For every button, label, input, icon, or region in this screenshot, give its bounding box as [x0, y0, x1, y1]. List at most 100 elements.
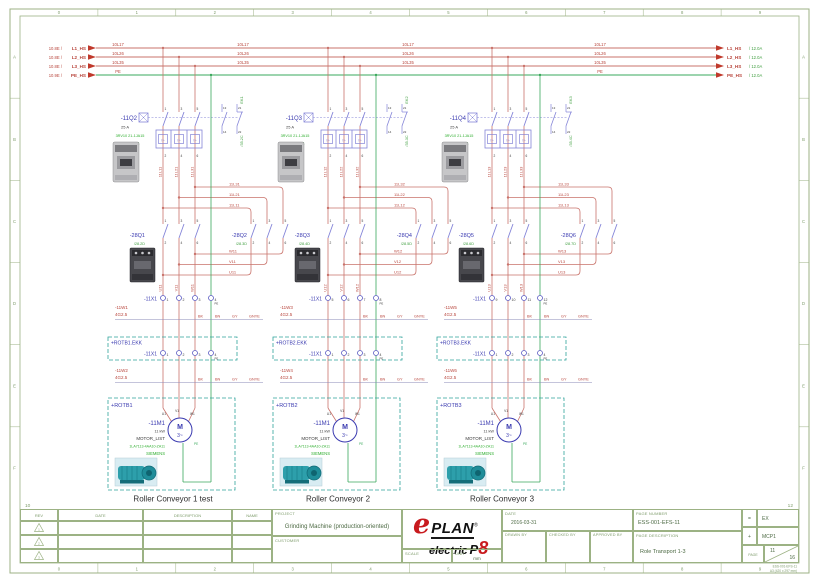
- contactor-blade: [194, 223, 201, 239]
- frame-outer-border: [9, 8, 810, 574]
- terminal-number: 22: [238, 130, 242, 134]
- terminal-point: [176, 350, 182, 356]
- breaker-photo: [277, 141, 305, 183]
- plus-value-cell: MCP1: [757, 527, 799, 545]
- circuit-2[interactable]: 121211L12U12343411L22V12565611L32W12I>I>…: [272, 46, 454, 504]
- wire: [353, 407, 361, 422]
- motor-terminal-label: V1: [504, 409, 508, 413]
- source-ref: 10.8E /: [49, 55, 63, 60]
- terminal-point: [341, 295, 347, 301]
- date-label: DATE: [505, 511, 517, 516]
- wire: [328, 246, 417, 276]
- terminal-number: 4: [181, 241, 183, 245]
- contactor-blade: [266, 223, 273, 239]
- junction-dot: [193, 252, 197, 256]
- terminal-point: [208, 350, 214, 356]
- ekk-box: [107, 336, 238, 361]
- terminal-number: 5: [362, 219, 364, 223]
- footer-size: A3 (420 x 297 mm): [770, 569, 797, 573]
- wire-label: V13: [558, 259, 566, 264]
- breaker-blade: [523, 111, 530, 127]
- source-name: L3_HS: [72, 64, 86, 69]
- breaker-blade: [178, 111, 185, 127]
- description-header: DESCRIPTION: [173, 513, 202, 518]
- motor-part: 1LA7113-4AA10-ZA11: [294, 445, 330, 449]
- aux-blade: [221, 111, 228, 127]
- terminal-point: [505, 350, 511, 356]
- motor-terminal-label: U1: [491, 412, 495, 416]
- breaker-tag: -11Q4: [450, 116, 467, 122]
- column-ref: 0: [58, 567, 61, 572]
- footer-doc: ESS-001-EFS-11: [773, 564, 798, 568]
- motor-symbol-circle: [332, 417, 358, 443]
- core-color: GNYE: [249, 378, 260, 382]
- breaker-operator: [467, 112, 478, 123]
- terminal-number: 13: [223, 106, 227, 110]
- wire-label: W11: [190, 283, 195, 292]
- overload-symbol: I>: [342, 139, 346, 143]
- motor-symbol: M: [342, 424, 348, 431]
- junction-dot: [161, 206, 165, 210]
- bus-wire-name: 10L17: [237, 42, 249, 47]
- terminal-number: 6: [362, 154, 364, 158]
- bus-wire-name: 10L35: [112, 60, 124, 65]
- circuit-1[interactable]: 121211L11U11343411L21V11565611L31W11I>I>…: [107, 46, 289, 504]
- terminal-number: 2: [494, 241, 496, 245]
- terminal-strip-tag: -11X1: [309, 352, 322, 358]
- terminal-number: 6: [197, 241, 199, 245]
- breaker-part: 3RV10 21-1JA15: [445, 134, 474, 138]
- overload-box: I>I>I>: [155, 129, 203, 149]
- breaker-rating: 25 A: [121, 125, 129, 130]
- source-name: L1_HS: [72, 46, 86, 51]
- junction-dot: [326, 273, 330, 277]
- motor-terminal-label: U1: [327, 412, 331, 416]
- wire: [524, 246, 613, 255]
- wire: [188, 407, 196, 422]
- terminal-number: 11: [528, 298, 532, 302]
- junction-dot: [538, 73, 542, 77]
- wire-label: W12: [355, 283, 360, 292]
- wire-label: V12: [339, 284, 344, 292]
- project-cell: PROJECT Grinding Machine (production-ori…: [272, 509, 402, 536]
- motor-function: MOTOR_LIST: [136, 436, 165, 441]
- cross-reference: /28.5D: [401, 242, 412, 246]
- rev-cell: [58, 521, 143, 535]
- circuit-3[interactable]: 121211L13U13343411L23V13565611L33W13I>I>…: [436, 46, 618, 504]
- terminal-number: 3: [528, 353, 530, 357]
- cross-reference: /28.2D: [134, 242, 145, 246]
- wire: [491, 407, 501, 422]
- source-name: PE_HS: [71, 73, 86, 78]
- dest-name: PE_HS: [727, 73, 742, 78]
- row-ref: A: [802, 55, 805, 60]
- logo-plan: PLAN: [431, 520, 475, 539]
- wire: [467, 112, 478, 123]
- junction-dot: [342, 263, 346, 266]
- junction-dot: [490, 46, 494, 50]
- terminal-number: 12: [544, 298, 548, 302]
- terminal-point: [537, 295, 543, 301]
- cross-reference: /28.3D: [236, 242, 247, 246]
- location-box-label: +ROTB2: [276, 403, 298, 409]
- terminal-number: 4: [510, 241, 512, 245]
- column-ref: 0: [58, 10, 61, 15]
- bus-wire-name: 10L26: [402, 51, 414, 56]
- dest-rating: / 12.0A: [749, 46, 762, 51]
- eplan-logo-top: ePLAN®: [413, 511, 488, 539]
- name-header-cell: NAME: [232, 509, 272, 521]
- terminal-strip-tag: -11X1: [309, 297, 322, 303]
- motor-symbol-circle: [496, 417, 522, 443]
- core-color: BK: [527, 315, 533, 319]
- terminal-number: 5: [332, 298, 334, 302]
- core-color: BN: [215, 378, 221, 382]
- aux-blade: [401, 111, 408, 127]
- overload-symbol: I>: [193, 139, 197, 143]
- page-description-value: Role Transport 1-3: [640, 549, 686, 555]
- rev-cell: [143, 535, 232, 549]
- cable-tag: -11W1: [115, 305, 128, 310]
- pe-terminal-label: PE: [380, 302, 384, 306]
- terminal-number: 4: [346, 154, 348, 158]
- wire-label: W13: [519, 283, 524, 292]
- breaker-blade: [162, 111, 169, 127]
- approved-by-label: APPROVED BY: [593, 533, 623, 537]
